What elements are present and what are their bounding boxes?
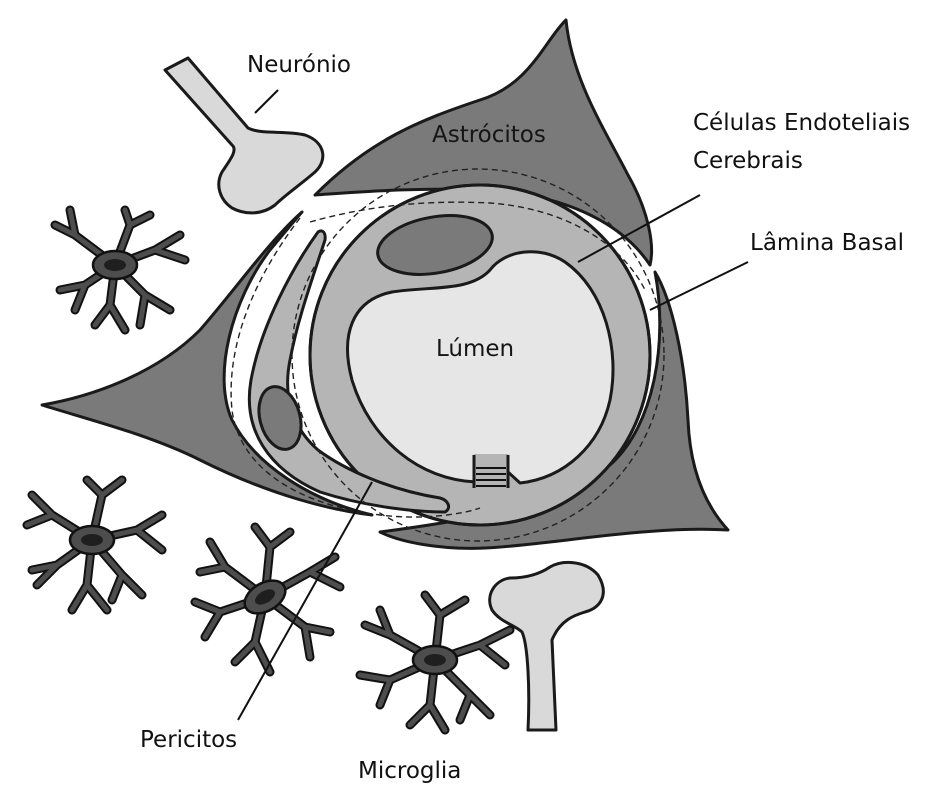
tight-junction bbox=[474, 454, 508, 488]
neuron-leader-line bbox=[255, 90, 278, 113]
label-basal-lamina: Lâmina Basal bbox=[750, 230, 904, 256]
neuron-bottom-right bbox=[490, 562, 604, 730]
neuron-top bbox=[165, 58, 323, 213]
microglia-cell-2 bbox=[27, 480, 162, 610]
microglia-cell-4 bbox=[360, 595, 510, 730]
label-lumen: Lúmen bbox=[436, 336, 514, 362]
label-astrocytes: Astrócitos bbox=[432, 122, 546, 148]
microglia-cell-1 bbox=[55, 210, 185, 330]
basal-lamina-leader-line bbox=[650, 262, 748, 310]
label-neuron: Neurónio bbox=[247, 52, 351, 78]
microglia-cell-3 bbox=[195, 527, 340, 672]
label-microglia: Microglia bbox=[358, 758, 461, 784]
label-endothelial-line1: Células Endoteliais bbox=[693, 110, 910, 136]
label-pericytes: Pericitos bbox=[140, 727, 237, 753]
label-endothelial-line2: Cerebrais bbox=[693, 148, 803, 174]
